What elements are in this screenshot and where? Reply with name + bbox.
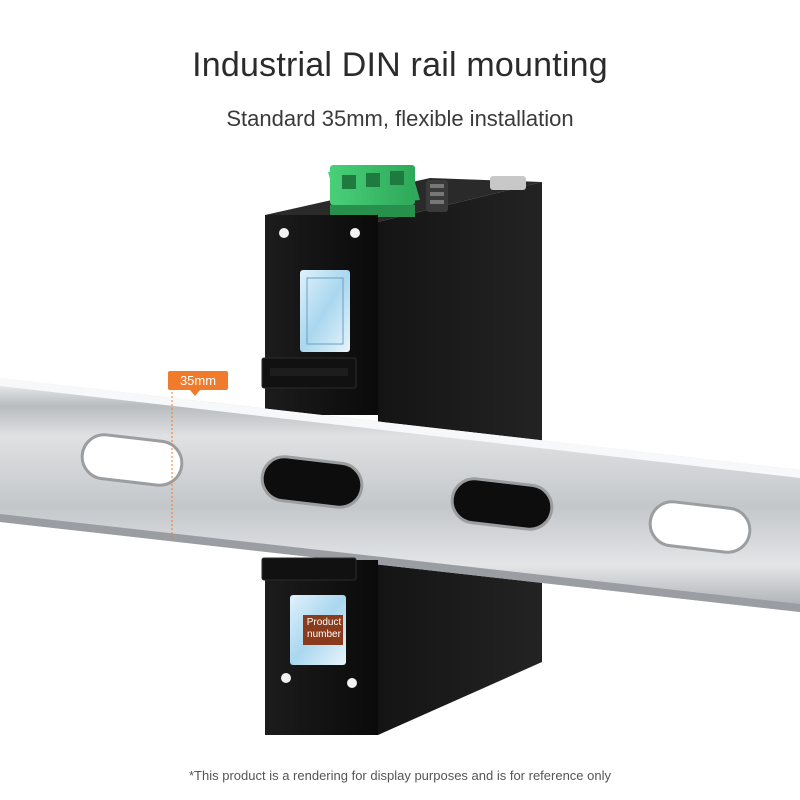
device-front-upper	[261, 215, 378, 415]
rail-slot	[648, 500, 752, 554]
certification-sticker	[300, 270, 350, 352]
din-rail	[0, 378, 800, 612]
top-connector	[426, 176, 526, 212]
page-title: Industrial DIN rail mounting	[192, 46, 608, 84]
rail-slot	[450, 477, 554, 531]
page-subtitle: Standard 35mm, flexible installation	[226, 106, 574, 131]
dimension-label: 35mm	[168, 371, 228, 396]
product-number-text: Product number	[306, 617, 342, 640]
disclaimer-text: *This product is a rendering for display…	[189, 768, 611, 783]
terminal-block	[328, 165, 420, 217]
rail-slot	[260, 455, 364, 509]
rail-slot	[80, 433, 184, 487]
device-front-lower	[261, 557, 378, 735]
